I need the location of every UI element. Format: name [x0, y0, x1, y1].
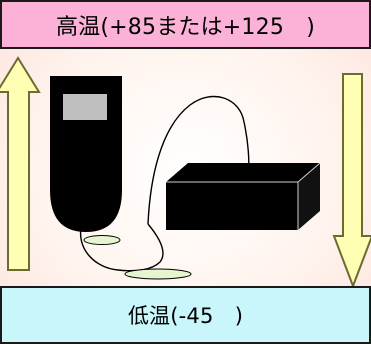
device-screen-icon [63, 94, 107, 120]
down-arrow-icon [332, 73, 371, 289]
small-pad-icon [83, 235, 121, 245]
low-temperature-text: 低温(-45 ) [127, 304, 244, 328]
black-box-icon [166, 162, 321, 230]
cable-loop-icon [147, 95, 250, 225]
up-arrow-icon [0, 56, 41, 271]
low-temperature-label: 低温(-45 ) [0, 286, 371, 344]
high-temperature-label: 高温(+85または+125 ) [0, 0, 371, 49]
large-pad-icon [124, 268, 192, 280]
high-temperature-text: 高温(+85または+125 ) [55, 14, 316, 40]
